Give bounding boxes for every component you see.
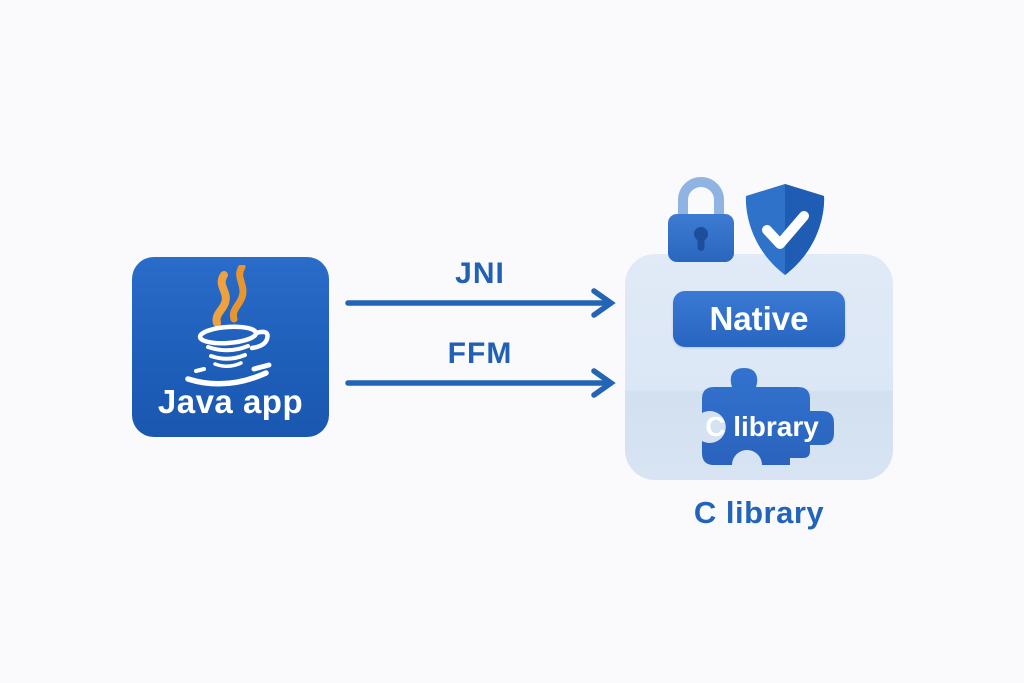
lock-icon [668, 177, 734, 262]
c-library-caption: C library [693, 495, 825, 530]
native-box: Native [673, 291, 845, 347]
ffm-arrow-label: FFM [447, 337, 513, 370]
shield-check-icon [745, 184, 825, 275]
jni-arrow-label: JNI [455, 257, 505, 290]
java-app-label: Java app [157, 383, 304, 420]
puzzle-label: C library [705, 411, 819, 442]
ffm-arrow [345, 368, 616, 398]
puzzle-piece-icon: C library [702, 368, 834, 465]
java-cup-icon [184, 265, 271, 387]
java-app-node: Java app [132, 257, 329, 437]
jni-arrow [345, 288, 616, 318]
